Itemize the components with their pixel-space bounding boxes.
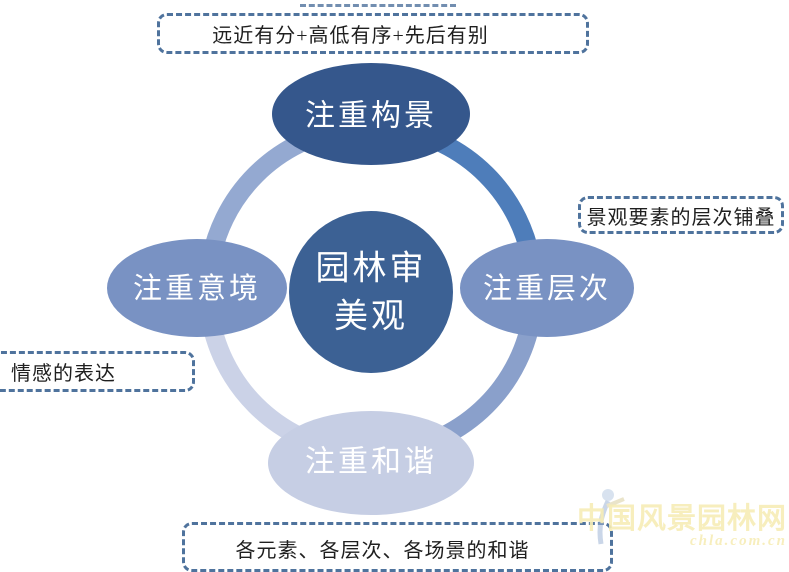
cropped-dashed-box-fragment [300, 0, 456, 7]
node-center [289, 211, 453, 373]
callout-top-text: 远近有分+高低有序+先后有别 [212, 25, 489, 47]
callout-left-emotion: 情感的表达 [0, 351, 195, 392]
node-center-label-line2: 美观 [334, 298, 408, 336]
node-right-label: 注重层次 [483, 272, 611, 305]
callout-top-composition: 远近有分+高低有序+先后有别 [157, 13, 589, 54]
callout-right-text: 景观要素的层次铺叠 [586, 206, 776, 229]
callout-right-layers: 景观要素的层次铺叠 [578, 196, 784, 234]
node-bottom [268, 411, 474, 515]
callout-left-text: 情感的表达 [11, 363, 116, 385]
cycle-diagram: 注重构景 注重层次 注重和谐 注重意境 园林审 美观 [107, 63, 634, 515]
node-center-label-line1: 园林审 [316, 250, 427, 288]
node-top [272, 63, 470, 165]
node-top-label: 注重构景 [305, 100, 437, 133]
watermark-figure-icon [597, 489, 625, 545]
callout-bottom-text: 各元素、各层次、各场景的和谐 [235, 540, 530, 562]
node-right [460, 239, 634, 337]
node-left [107, 239, 287, 337]
callout-bottom-harmony: 各元素、各层次、各场景的和谐 [182, 522, 613, 572]
node-left-label: 注重意境 [133, 272, 261, 305]
node-bottom-label: 注重和谐 [305, 446, 437, 479]
